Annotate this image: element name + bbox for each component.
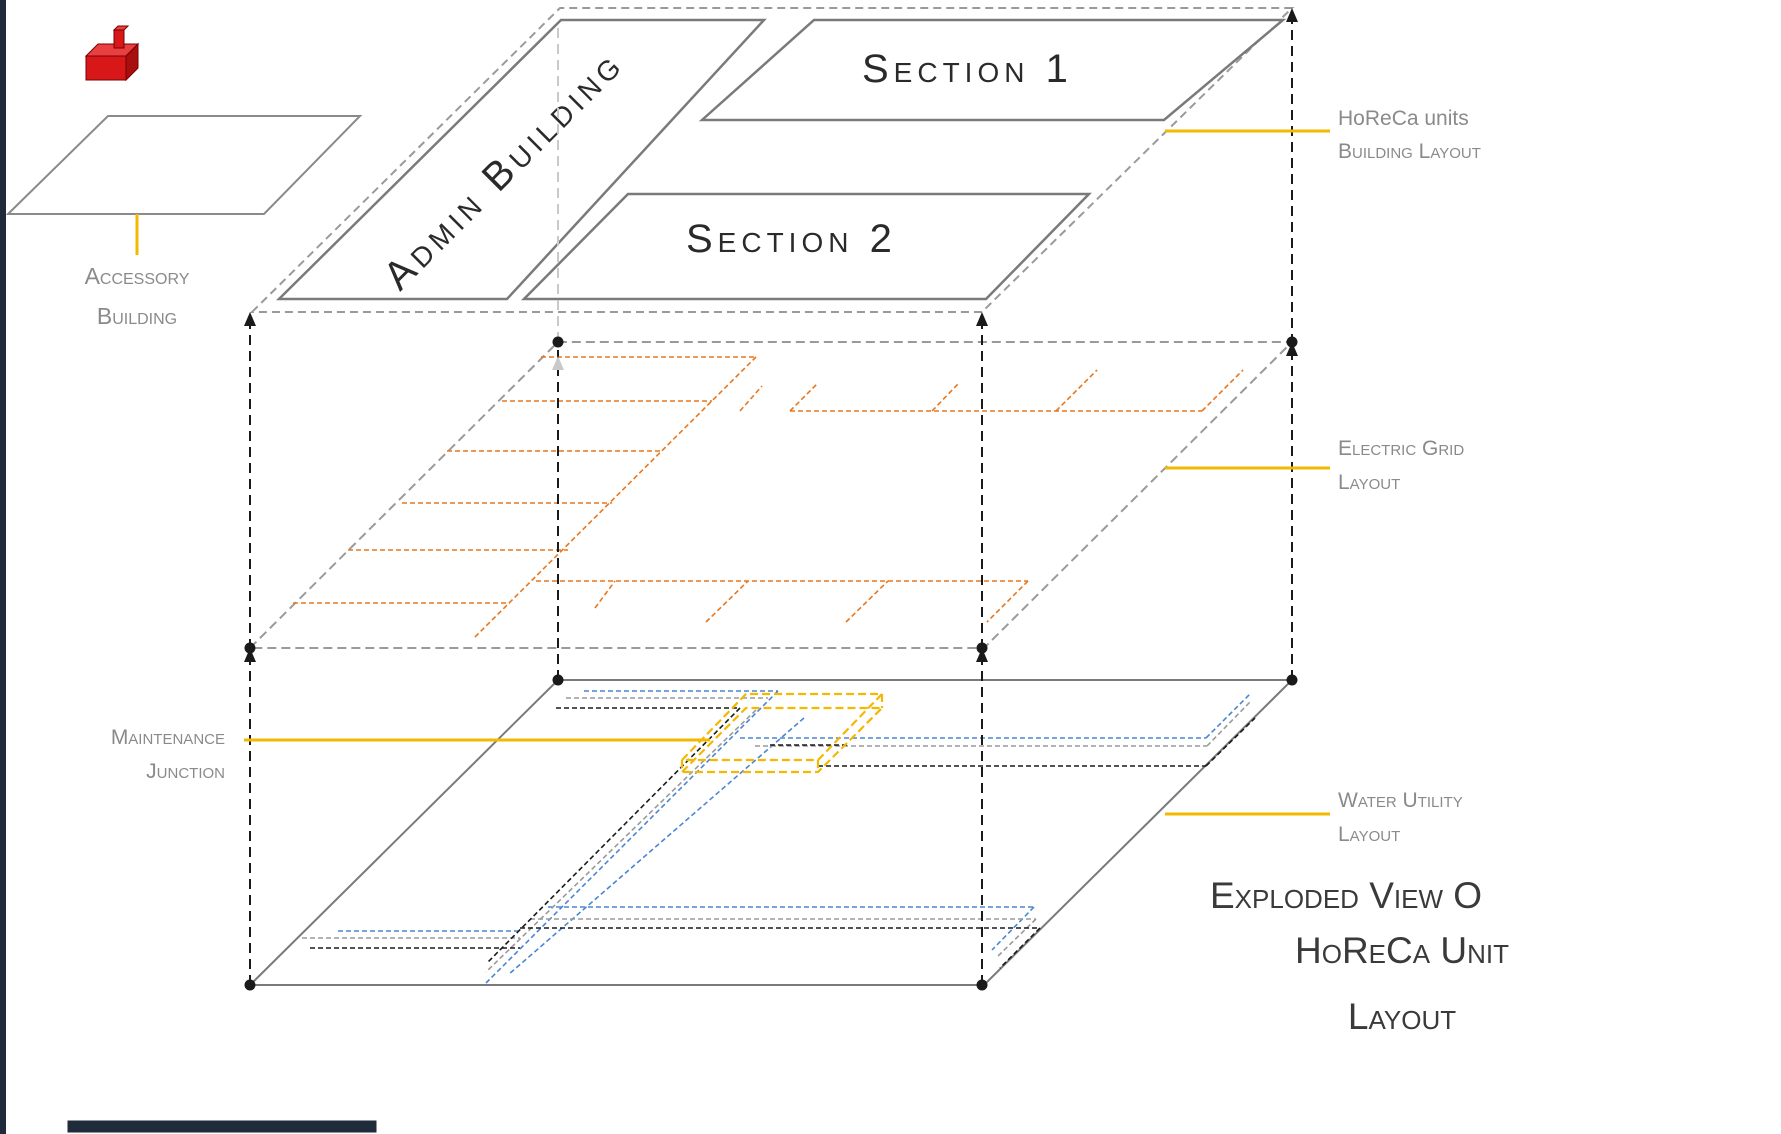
section-1-plate xyxy=(698,18,1287,122)
title-line-3: Layout xyxy=(1348,996,1456,1037)
electric-grid-lines xyxy=(293,356,1244,638)
maintenance-junction-box xyxy=(679,692,885,774)
water-layer-plate xyxy=(247,679,1295,986)
building-label: Building xyxy=(97,303,177,329)
accessory-building xyxy=(5,25,363,255)
accessory-building-plate xyxy=(5,115,363,215)
electric-layout-label: Layout xyxy=(1338,471,1400,494)
title-line-1: Exploded View O xyxy=(1210,875,1482,916)
admin-building-plate xyxy=(275,18,767,301)
building-layout-label: Building Layout xyxy=(1338,140,1481,163)
section-2-plate xyxy=(521,192,1092,301)
electric-grid-label: Electric Grid xyxy=(1338,437,1464,460)
water-layout-label: Layout xyxy=(1338,823,1400,846)
bottom-frame-tab xyxy=(64,1117,380,1134)
left-frame-strip xyxy=(0,0,6,1134)
building-layer: Section 1 Section 2 Admin Building xyxy=(249,7,1295,313)
electric-grid-layer xyxy=(247,341,1295,649)
maintenance-label: Maintenance xyxy=(111,726,225,749)
building-icon xyxy=(84,25,140,82)
section-1-label: Section 1 xyxy=(862,47,1073,91)
water-utility-label: Water Utility xyxy=(1338,789,1463,812)
callout-lines xyxy=(244,129,1330,816)
electric-layer-outline xyxy=(247,341,1295,649)
horeca-units-label: HoReCa units xyxy=(1338,107,1469,130)
section-2-label: Section 2 xyxy=(686,217,897,261)
junction-label: Junction xyxy=(146,760,225,783)
accessory-label: Accessory xyxy=(85,263,190,289)
water-utility-layer xyxy=(247,679,1295,986)
water-pipes xyxy=(302,690,1256,984)
title-line-2: HoReCa Unit xyxy=(1295,930,1509,971)
connector-posts xyxy=(244,8,1298,991)
